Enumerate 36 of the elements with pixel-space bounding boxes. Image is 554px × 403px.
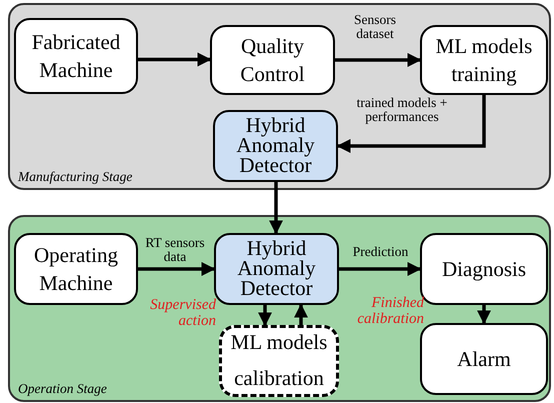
box-label: ML models calibration <box>230 329 328 392</box>
edge-label: Prediction <box>352 245 410 260</box>
dashed-process-box <box>219 325 339 397</box>
arrow <box>269 182 283 234</box>
stage-label: Operation Stage <box>18 381 107 397</box>
box-label: ML models training <box>434 32 534 88</box>
box-label: Operating Machine <box>33 242 119 297</box>
arrow <box>336 95 486 153</box>
arrow <box>138 52 212 66</box>
box-label: Fabricated Machine <box>30 28 122 84</box>
process-box <box>213 110 338 182</box>
box-label: Diagnosis <box>442 256 526 283</box>
edge-label: trained models + performances <box>356 96 448 124</box>
stage-label: Manufacturing Stage <box>18 169 132 185</box>
edge-label: RT sensors data <box>144 236 206 264</box>
arrow <box>477 305 491 324</box>
process-box <box>214 233 339 305</box>
arrow <box>335 53 422 67</box>
stage-panel <box>8 3 551 190</box>
process-box <box>14 233 138 305</box>
arrow <box>339 262 422 276</box>
process-box <box>14 18 138 94</box>
stage-panel <box>8 215 551 402</box>
box-label: Quality Control <box>239 32 306 88</box>
box-label: Hybrid Anomaly Detector <box>236 239 317 299</box>
process-box <box>420 25 548 95</box>
process-box <box>210 25 335 95</box>
note-label: Supervised action <box>149 298 216 330</box>
process-box <box>420 323 548 395</box>
edge-label: Sensors dataset <box>352 13 397 42</box>
box-label: Hybrid Anomaly Detector <box>235 116 316 176</box>
box-label: Alarm <box>457 346 511 373</box>
note-label: Finished calibration <box>356 296 424 328</box>
arrow <box>258 305 272 326</box>
arrow <box>138 262 216 276</box>
arrow <box>294 304 308 325</box>
